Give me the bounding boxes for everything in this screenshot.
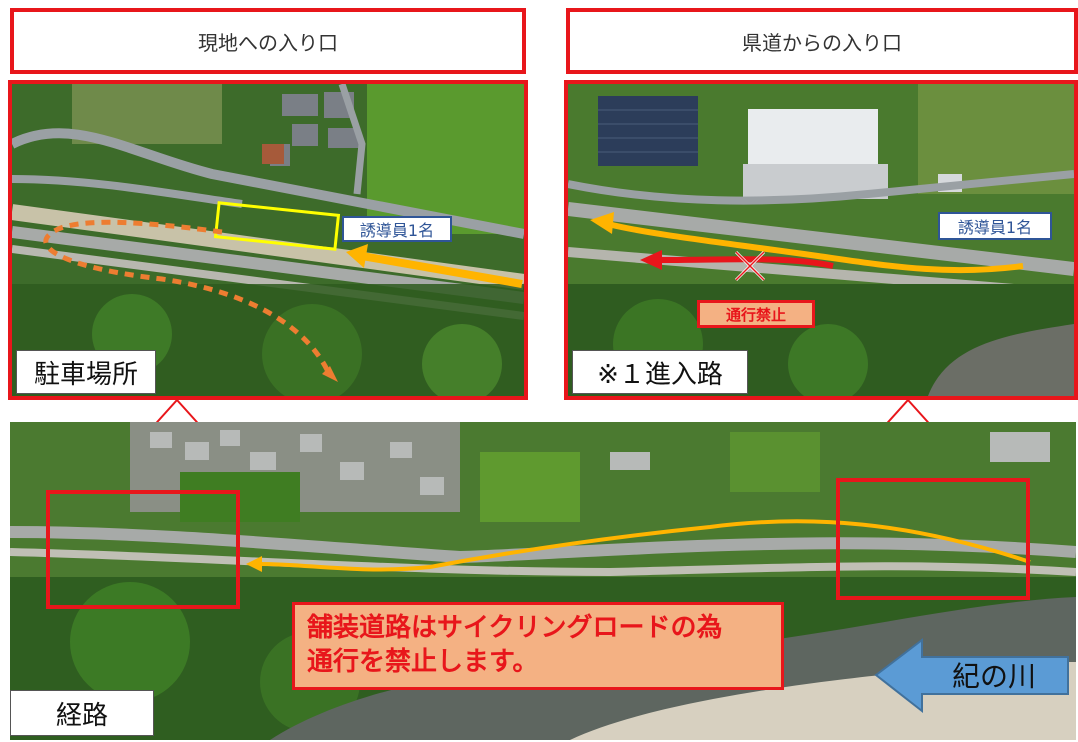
right-guide-label: 誘導員1名: [938, 212, 1052, 240]
arrow-left-icon: [874, 637, 1069, 714]
cycling-road-notice: 舗装道路はサイクリングロードの為 通行を禁止します。: [292, 602, 784, 690]
right-guide-text: 誘導員1名: [957, 218, 1033, 237]
route-label-text: 経路: [55, 700, 108, 731]
right-zoom-panel: 誘導員1名 通行禁止 ※１進入路: [564, 80, 1078, 400]
river-label: 紀の川: [951, 660, 1036, 693]
left-guide-label: 誘導員1名: [342, 216, 452, 242]
left-panel-title: 現地への入り口: [10, 8, 526, 74]
right-panel-label-text: ※１進入路: [597, 359, 723, 390]
route-label: 経路: [10, 690, 154, 736]
left-zoom-panel: 誘導員1名 駐車場所: [8, 80, 528, 400]
right-panel-title: 県道からの入り口: [566, 8, 1078, 74]
no-entry-text: 通行禁止: [725, 305, 786, 324]
overview-map: 舗装道路はサイクリングロードの為 通行を禁止します。 紀の川 経路: [10, 422, 1076, 740]
no-entry-label: 通行禁止: [697, 300, 815, 328]
left-panel-label-text: 駐車場所: [33, 359, 138, 390]
notice-line-1: 舗装道路はサイクリングロードの為: [307, 613, 723, 643]
right-panel-title-text: 県道からの入り口: [742, 30, 902, 55]
left-guide-text: 誘導員1名: [359, 221, 435, 240]
right-panel-label: ※１進入路: [572, 350, 748, 394]
left-panel-label: 駐車場所: [16, 350, 156, 394]
right-aerial-map: [568, 84, 1074, 396]
overview-aerial-map: [10, 422, 1076, 740]
left-panel-title-text: 現地への入り口: [198, 30, 338, 55]
notice-line-2: 通行を禁止します。: [307, 647, 539, 677]
